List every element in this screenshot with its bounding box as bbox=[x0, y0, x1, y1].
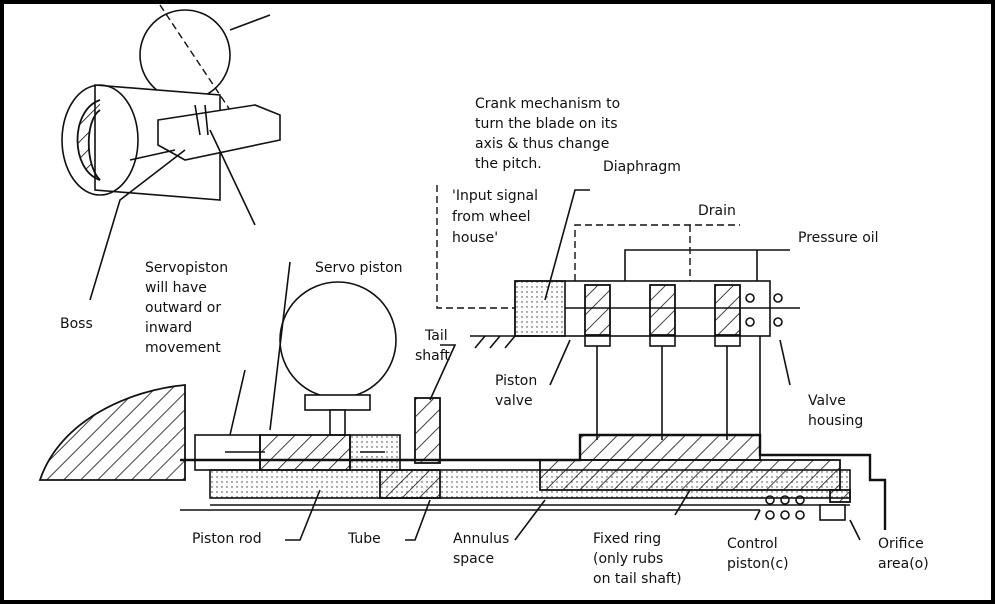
leader-lines bbox=[89, 129, 861, 541]
label-input-signal: 'Input signal from wheel house' bbox=[452, 188, 542, 246]
input-signal-line bbox=[436, 185, 515, 309]
label-orifice-area: Orifice area(o) bbox=[878, 536, 929, 572]
label-tail-shaft: Tail shaft bbox=[415, 328, 452, 364]
valve-housing bbox=[470, 280, 800, 440]
label-crank-mechanism: Crank mechanism to turn the blade on its… bbox=[475, 96, 625, 172]
label-valve-housing: Valve housing bbox=[808, 393, 863, 429]
label-servopiston-movement: Servopiston will have outward or inward … bbox=[145, 260, 233, 356]
label-piston-valve: Piston valve bbox=[495, 373, 542, 409]
blade-crank-sketch bbox=[61, 4, 281, 201]
blade-circle bbox=[279, 281, 397, 436]
tail-shaft bbox=[414, 397, 441, 464]
label-fixed-ring: Fixed ring (only rubs on tail shaft) bbox=[593, 531, 682, 587]
label-diaphragm: Diaphragm bbox=[603, 159, 681, 175]
label-control-piston: Control piston(c) bbox=[727, 536, 789, 572]
label-pressure-oil: Pressure oil bbox=[798, 230, 879, 246]
drain-line bbox=[574, 224, 740, 281]
label-annulus-space: Annulus space bbox=[453, 531, 514, 567]
label-servo-piston: Servo piston bbox=[315, 260, 403, 276]
control-piston bbox=[765, 489, 851, 521]
servo-cylinder bbox=[194, 434, 401, 471]
label-boss: Boss bbox=[60, 316, 93, 332]
label-drain: Drain bbox=[698, 203, 736, 219]
pressure-oil-line bbox=[624, 249, 790, 281]
tail-shaft-tube bbox=[180, 433, 887, 530]
boss-section bbox=[38, 384, 186, 481]
label-tube: Tube bbox=[347, 531, 381, 547]
label-piston-rod: Piston rod bbox=[192, 531, 262, 547]
